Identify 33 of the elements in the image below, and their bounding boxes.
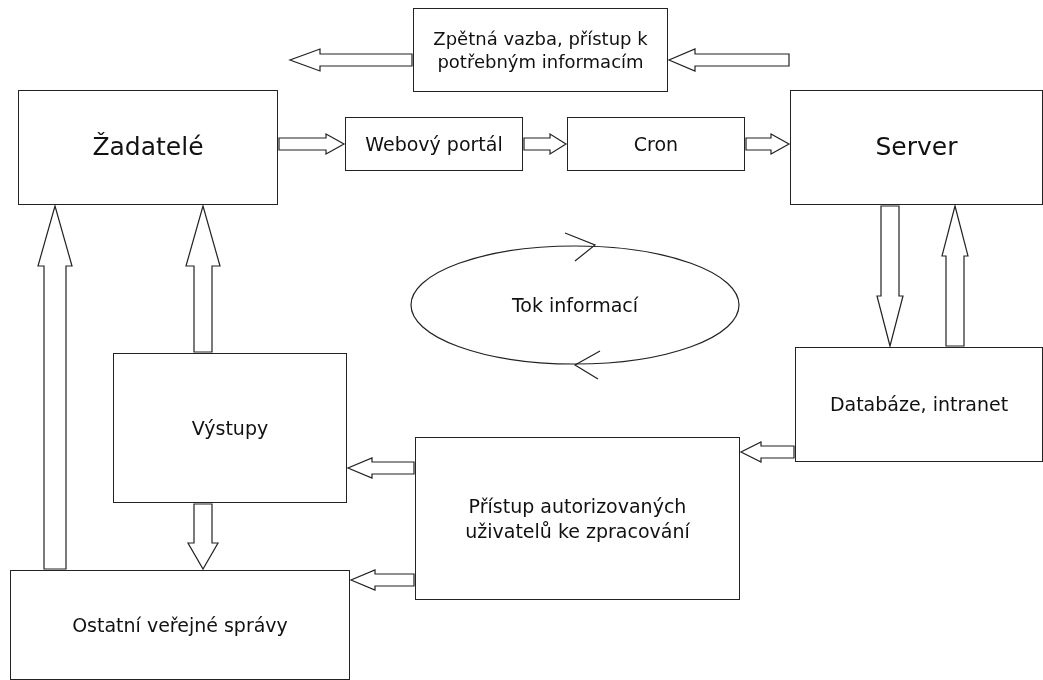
block-arrow [346,457,415,479]
block-arrow [186,503,220,571]
block-arrow [739,441,795,463]
block-arrow [745,133,791,155]
cycle-ellipse [410,229,740,381]
node-label: Tok informací [511,292,638,318]
node-label: Přístup autorizovaných uživatelů ke zpracování [464,493,691,544]
process-box [18,90,278,205]
block-arrow [523,132,568,156]
block-arrow [667,48,790,72]
block-arrow [941,203,969,347]
process-box [795,347,1043,462]
node-label: Ostatní veřejné správy [72,612,288,638]
process-box [415,437,740,600]
process-box [790,90,1043,205]
node-label: Zpětná vazba, přístup k potřebným informacím [432,26,649,74]
block-arrow [37,203,73,570]
block-arrow [185,203,221,353]
process-box [113,353,347,503]
node-label: Webový portál [365,131,503,157]
block-arrow [278,133,346,155]
block-arrow [288,48,413,72]
process-box [413,8,668,92]
process-box [10,570,350,680]
process-box [567,117,745,171]
process-box [345,117,523,171]
block-arrow [349,569,415,591]
node-label: Žadatelé [92,131,204,164]
node-label: Cron [633,131,679,157]
node-label: Výstupy [191,415,269,441]
block-arrow [876,205,904,349]
node-label: Server [875,131,958,164]
node-label: Databáze, intranet [829,392,1009,417]
